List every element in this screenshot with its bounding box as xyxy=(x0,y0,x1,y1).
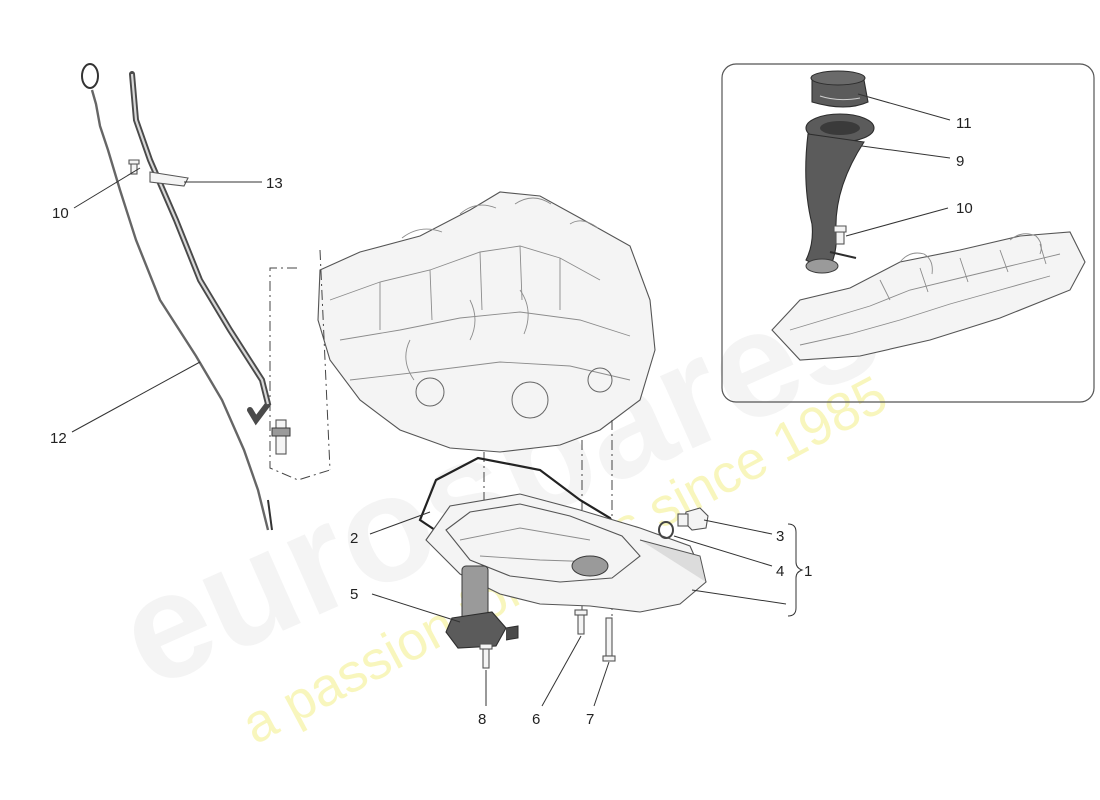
drain-plug xyxy=(677,507,709,531)
callout-10-inset: 10 xyxy=(956,200,973,217)
bolt-7 xyxy=(602,617,616,662)
callout-10-dipstick: 10 xyxy=(52,205,69,222)
callout-9: 9 xyxy=(956,153,964,170)
detail-inset xyxy=(721,63,1095,403)
callout-4: 4 xyxy=(776,563,784,580)
bolt-6 xyxy=(574,609,588,635)
engine-block xyxy=(317,191,656,453)
callout-7: 7 xyxy=(586,711,594,728)
oil-filler-neck xyxy=(805,113,875,274)
dipstick xyxy=(81,63,273,531)
callout-11: 11 xyxy=(956,115,972,132)
callout-2: 2 xyxy=(350,530,358,547)
callout-6: 6 xyxy=(532,711,540,728)
inset-cylinder-head xyxy=(771,231,1086,361)
callout-3: 3 xyxy=(776,528,784,545)
inset-bolt xyxy=(833,225,847,245)
bolt-8 xyxy=(479,643,493,669)
leader-lines xyxy=(71,93,951,707)
callout-13: 13 xyxy=(266,175,283,192)
oil-level-sensor xyxy=(445,565,519,649)
callout-1: 1 xyxy=(804,563,812,580)
drain-washer xyxy=(658,521,674,539)
callout-8: 8 xyxy=(478,711,486,728)
assembly-bracket xyxy=(269,267,331,481)
callout-12: 12 xyxy=(50,430,67,447)
oil-pan xyxy=(425,493,707,613)
dipstick-bolt xyxy=(128,159,140,175)
dipstick-guide-tube xyxy=(129,71,291,455)
callout-labels: 1 2 3 4 5 6 7 8 9 10 10 11 12 13 xyxy=(50,115,973,728)
oil-filler-cap xyxy=(810,70,869,108)
callout-5: 5 xyxy=(350,586,358,603)
